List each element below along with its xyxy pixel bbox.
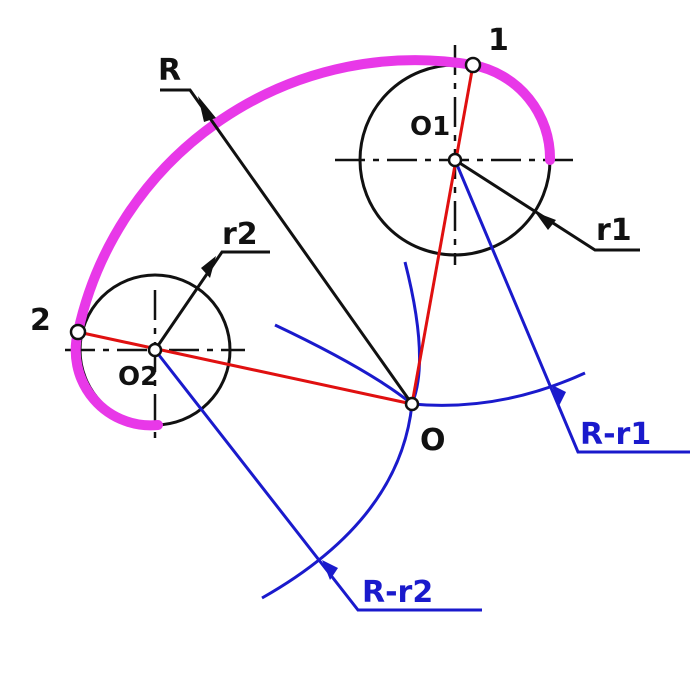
arrow-R (198, 96, 216, 122)
label-point2: 2 (30, 303, 51, 338)
arrow-r1 (535, 212, 556, 230)
arrow-R-minus-r1 (552, 385, 566, 408)
marker-o (404, 396, 420, 412)
leader-r1 (454, 158, 640, 252)
arc-r-minus-r1 (403, 261, 586, 407)
leader-R (160, 88, 414, 405)
marker-o2 (147, 342, 163, 358)
label-O1: O1 (410, 112, 450, 142)
arrow-R-minus-r2 (322, 560, 338, 580)
line-o-to-point2 (77, 330, 413, 406)
leader-R-minus-r2 (153, 349, 482, 612)
marker-point2 (69, 323, 87, 341)
marker-point1 (464, 56, 482, 74)
leader-r2 (153, 250, 270, 351)
label-O2: O2 (118, 362, 158, 392)
arc-c1-tail (468, 60, 556, 165)
label-R-minus-r1: R-r1 (580, 417, 651, 452)
arc-r-minus-r2 (261, 323, 414, 600)
label-R-minus-r2: R-r2 (362, 575, 433, 610)
marker-o1 (447, 152, 463, 168)
label-r1: r1 (596, 213, 632, 248)
label-point1: 1 (488, 23, 509, 58)
label-R: R (158, 53, 181, 88)
arrow-r2 (201, 256, 216, 278)
label-r2: r2 (222, 217, 258, 252)
conjugation-arc (73, 55, 478, 337)
leader-R-minus-r1 (453, 159, 690, 454)
arc-c2-tail (70, 327, 163, 431)
line-o-to-point1 (410, 64, 475, 405)
label-O: O (420, 423, 446, 458)
